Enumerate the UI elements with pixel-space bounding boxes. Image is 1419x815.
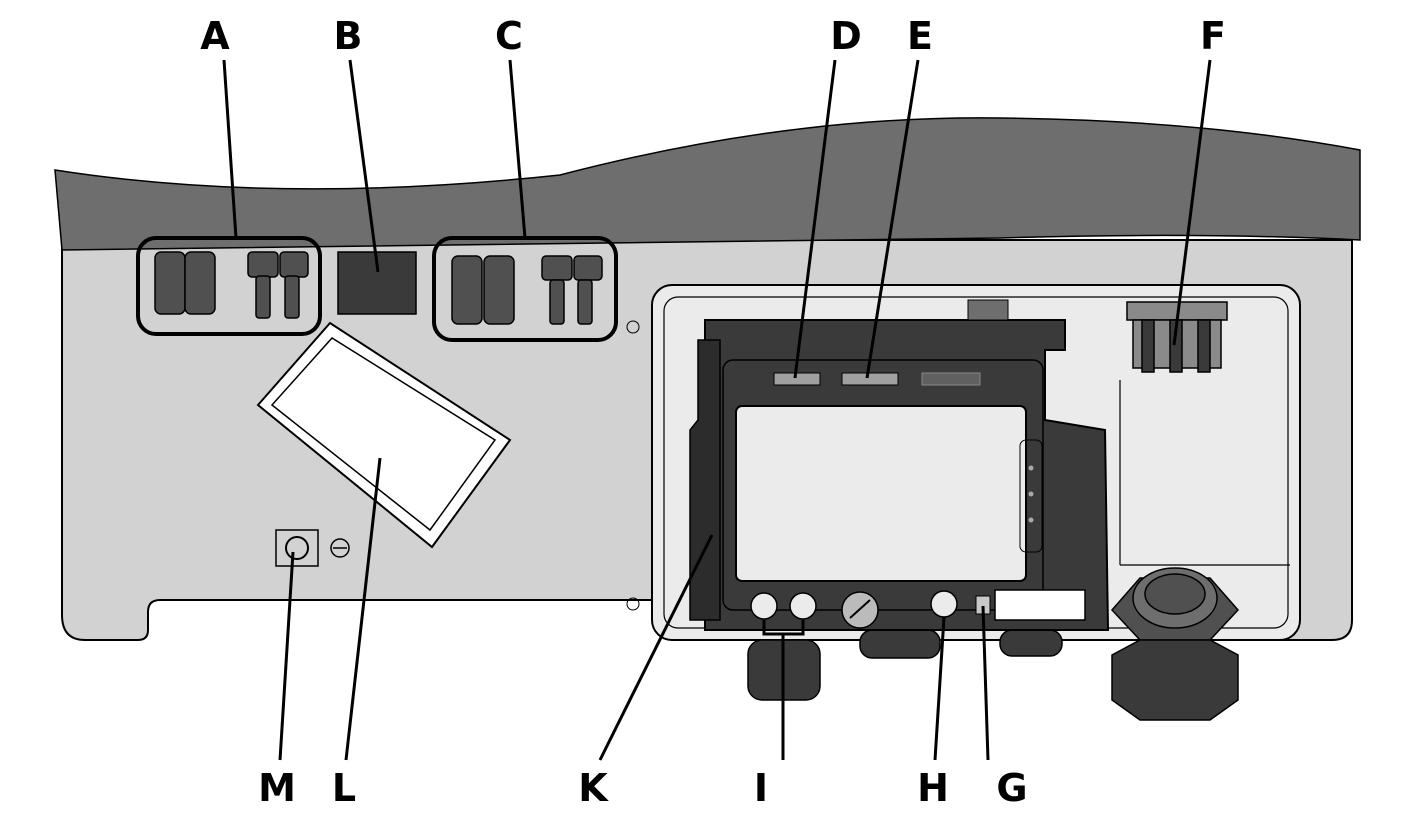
terminal-f	[1126, 301, 1228, 373]
callout-b: B	[333, 14, 363, 58]
grounding-terminal	[275, 529, 319, 567]
leader-lines	[222, 59, 1212, 761]
connector-d	[773, 372, 821, 386]
callout-h: H	[917, 766, 949, 810]
cable-gland	[1110, 567, 1240, 721]
label-field	[994, 589, 1086, 621]
callout-m: M	[258, 766, 296, 810]
callout-l: L	[331, 766, 357, 810]
callout-g: G	[996, 766, 1028, 810]
callout-d: D	[830, 14, 862, 58]
callout-e: E	[907, 14, 933, 58]
housing-top	[54, 117, 1361, 251]
bracket-k	[689, 339, 721, 621]
connector-e	[841, 372, 899, 386]
dc-connectors-a	[154, 251, 309, 319]
callout-a: A	[200, 14, 230, 58]
callout-c: C	[495, 14, 523, 58]
display-window	[735, 405, 1027, 582]
callout-i: I	[753, 766, 769, 810]
callout-k: K	[578, 766, 608, 810]
dc-connectors-c	[451, 255, 603, 325]
bottom-glands	[747, 629, 1063, 701]
callout-f: F	[1200, 14, 1226, 58]
ground-symbol-icon	[330, 538, 350, 558]
rotary-switches	[750, 590, 958, 629]
dc-connector-group-a	[136, 236, 322, 336]
